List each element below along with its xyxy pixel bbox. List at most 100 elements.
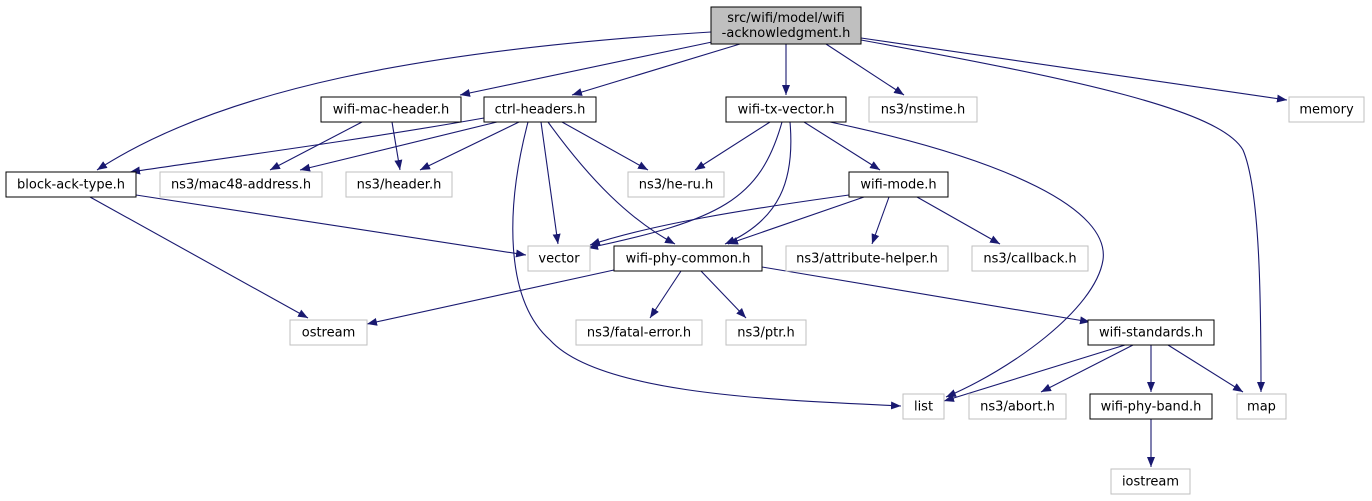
node-he-ru: ns3/he-ru.h (627, 171, 725, 198)
edge-block-ack-type-to-vector (135, 194, 527, 258)
edge-wifi-phy-common-to-fatal-error (649, 270, 682, 319)
node-box (613, 245, 763, 272)
node-label: iostream (1122, 475, 1179, 490)
node-label: ns3/callback.h (983, 252, 1076, 267)
node-wifi-mode[interactable]: wifi-mode.h (848, 171, 949, 198)
edge-ctrl-headers-to-wifi-phy-common (547, 121, 676, 245)
node-box (725, 96, 847, 123)
node-label: -acknowledgment.h (722, 26, 851, 41)
node-box (1089, 393, 1213, 420)
node-ctrl-headers[interactable]: ctrl-headers.h (483, 96, 597, 123)
node-box (868, 96, 978, 123)
edge-wifi-phy-common-to-ostream (366, 269, 615, 326)
edge-ctrl-headers-to-block-ack-type (129, 117, 485, 175)
node-box (1110, 468, 1191, 495)
edge-wifi-mode-to-attribute-helper (871, 196, 890, 245)
edge-wifi-mode-to-callback (916, 196, 1001, 245)
node-wifi-mac-header[interactable]: wifi-mac-header.h (320, 96, 462, 123)
node-label: ostream (302, 326, 356, 341)
edge-root-to-map (860, 39, 1265, 393)
node-callback: ns3/callback.h (971, 245, 1089, 272)
node-box (725, 319, 807, 346)
node-box (575, 319, 703, 346)
node-wifi-tx-vector[interactable]: wifi-tx-vector.h (725, 96, 847, 123)
node-iostream: iostream (1110, 468, 1191, 495)
node-header: ns3/header.h (345, 171, 453, 198)
node-label: ns3/fatal-error.h (587, 326, 691, 341)
node-label: list (914, 400, 933, 415)
node-root[interactable]: src/wifi/model/wifi-acknowledgment.h (710, 6, 862, 45)
node-label: src/wifi/model/wifi (727, 11, 844, 26)
edge-ctrl-headers-to-list (512, 121, 902, 410)
edge-wifi-mac-header-to-mac48-address (269, 121, 363, 171)
edge-wifi-tx-vector-to-wifi-phy-common (724, 121, 792, 245)
node-box (159, 171, 323, 198)
edge-wifi-tx-vector-to-wifi-mode (803, 121, 881, 171)
node-box (627, 171, 725, 198)
edge-wifi-standards-to-list (943, 344, 1126, 402)
node-label: wifi-mode.h (860, 178, 936, 193)
node-label: ns3/header.h (357, 178, 442, 193)
node-label: ns3/abort.h (980, 400, 1055, 415)
node-box (971, 245, 1089, 272)
node-label: wifi-phy-common.h (626, 252, 751, 267)
nodes-layer: src/wifi/model/wifi-acknowledgment.h wifi… (5, 6, 1365, 495)
node-box (848, 171, 949, 198)
edge-root-to-memory (860, 37, 1288, 103)
edge-block-ack-type-to-ostream (89, 196, 309, 319)
node-label: vector (538, 252, 580, 267)
node-fatal-error: ns3/fatal-error.h (575, 319, 703, 346)
edge-wifi-phy-common-to-ptr (700, 270, 747, 319)
node-box (902, 393, 945, 420)
edge-wifi-mac-header-to-header (391, 121, 403, 171)
node-box (1288, 96, 1365, 123)
edge-wifi-mode-to-vector (589, 194, 850, 246)
node-memory: memory (1288, 96, 1365, 123)
node-label: map (1247, 400, 1276, 415)
node-vector: vector (527, 245, 591, 272)
node-box (968, 393, 1067, 420)
node-label: block-ack-type.h (17, 178, 125, 193)
edge-wifi-mode-to-wifi-phy-common (727, 196, 865, 245)
node-box (289, 319, 368, 346)
node-ptr: ns3/ptr.h (725, 319, 807, 346)
node-label: memory (1299, 103, 1354, 118)
node-box (527, 245, 591, 272)
edge-ctrl-headers-to-he-ru (561, 121, 649, 171)
node-list: list (902, 393, 945, 420)
edge-wifi-tx-vector-to-vector (587, 121, 783, 250)
node-ostream: ostream (289, 319, 368, 346)
node-wifi-standards[interactable]: wifi-standards.h (1087, 319, 1215, 346)
edge-ctrl-headers-to-header (419, 121, 520, 171)
node-block-ack-type[interactable]: block-ack-type.h (5, 171, 137, 198)
node-label: wifi-tx-vector.h (738, 103, 835, 118)
node-map: map (1236, 393, 1287, 420)
edge-ctrl-headers-to-vector (540, 121, 561, 245)
edges-layer (89, 31, 1288, 467)
edge-wifi-phy-common-to-wifi-standards (761, 266, 1091, 325)
node-label: wifi-standards.h (1099, 326, 1203, 341)
edge-root-to-ctrl-headers (571, 43, 741, 96)
node-box (1087, 319, 1215, 346)
node-label: ctrl-headers.h (495, 103, 586, 118)
node-box (483, 96, 597, 123)
node-box (5, 171, 137, 198)
node-wifi-phy-band[interactable]: wifi-phy-band.h (1089, 393, 1213, 420)
node-box (785, 245, 949, 272)
node-box (1236, 393, 1287, 420)
edge-wifi-standards-to-abort (1040, 344, 1134, 393)
node-label: ns3/mac48-address.h (171, 178, 311, 193)
edge-root-to-block-ack-type (96, 31, 712, 171)
node-label: ns3/nstime.h (881, 103, 965, 118)
edge-root-to-wifi-mac-header (459, 41, 713, 97)
node-nstime: ns3/nstime.h (868, 96, 978, 123)
node-wifi-phy-common[interactable]: wifi-phy-common.h (613, 245, 763, 272)
node-label: ns3/ptr.h (737, 326, 795, 341)
node-label: wifi-mac-header.h (333, 103, 450, 118)
edge-wifi-tx-vector-to-list (829, 121, 1104, 398)
edge-root-to-nstime (825, 43, 905, 96)
node-box (345, 171, 453, 198)
node-label: wifi-phy-band.h (1101, 400, 1202, 415)
edge-ctrl-headers-to-mac48-address (299, 121, 498, 172)
